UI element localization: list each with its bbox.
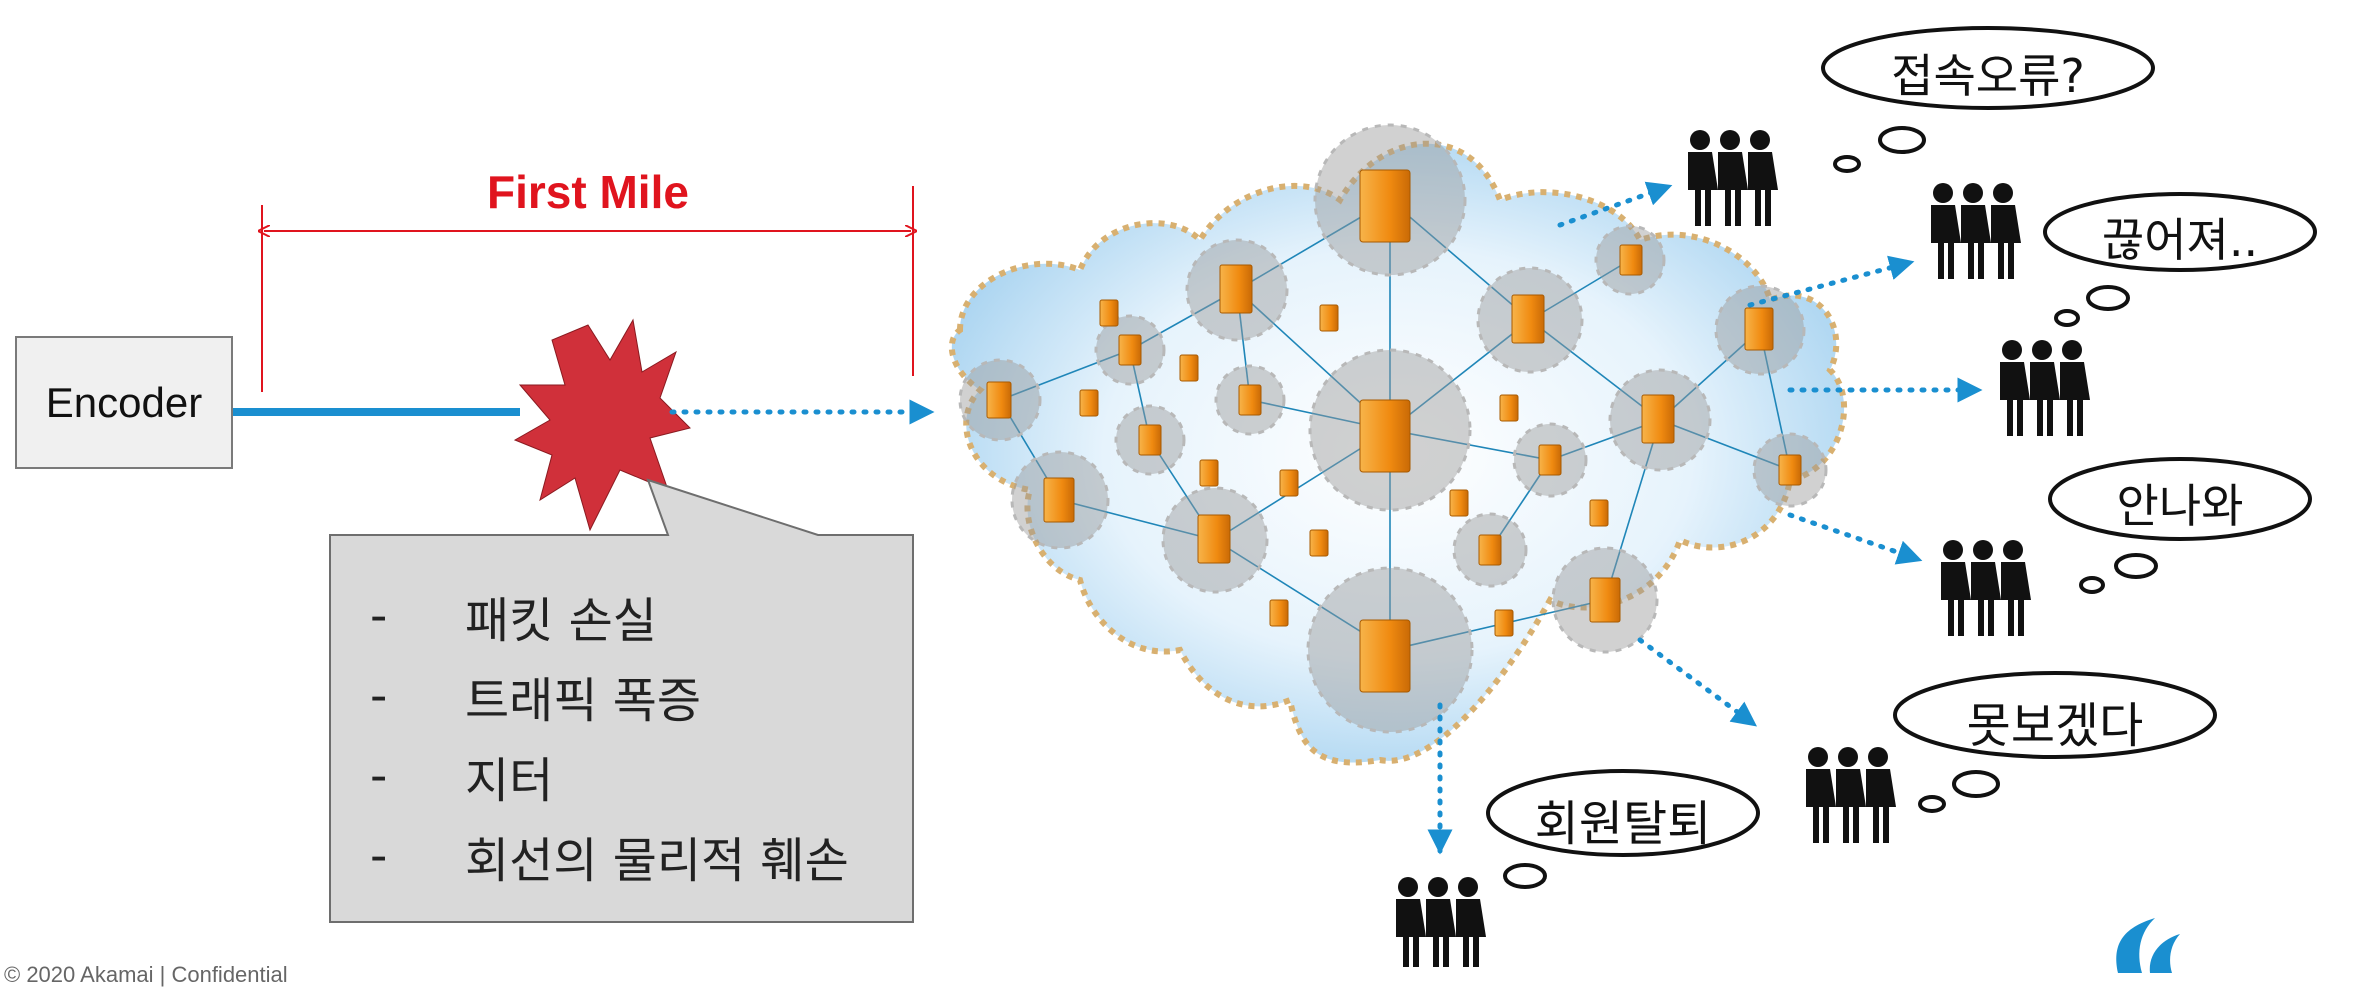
problem-text: 지터 xyxy=(465,753,554,809)
problem-list: - 패킷 손실 - 트래픽 폭증 - 지터 - 회선의 물리적 훼손 xyxy=(330,548,910,920)
thought-text: 못보겠다 xyxy=(1966,698,2144,754)
list-bullet: - xyxy=(370,748,388,804)
thought-text: 회원탈퇴 xyxy=(1534,796,1712,852)
viewer-group-icon xyxy=(1396,877,1486,967)
thought-bubble xyxy=(1486,769,1760,889)
thought-bubble xyxy=(2043,192,2317,327)
akamai-logo xyxy=(2116,918,2180,973)
thought-bubble xyxy=(2048,457,2312,594)
cdn-cloud-network xyxy=(948,123,1848,766)
problem-callout-box xyxy=(329,478,914,923)
list-item: - 트래픽 폭증 xyxy=(370,656,910,736)
list-item: - 지터 xyxy=(370,736,910,816)
viewer-group-icon xyxy=(1806,747,1896,843)
encoder-box: Encoder xyxy=(15,336,233,469)
problem-text: 트래픽 폭증 xyxy=(465,673,702,729)
thought-bubble xyxy=(1893,671,2217,813)
list-bullet: - xyxy=(370,668,388,724)
list-item: - 회선의 물리적 훼손 xyxy=(370,816,910,896)
thought-bubble xyxy=(1821,26,2155,173)
packet-loss-burst-icon xyxy=(513,318,691,532)
footer-confidential: © 2020 Akamai | Confidential xyxy=(4,962,288,987)
thought-text: 끊어져.. xyxy=(2101,213,2259,267)
list-bullet: - xyxy=(370,828,388,884)
viewer-group-icon xyxy=(1688,130,1778,226)
first-mile-label: First Mile xyxy=(487,166,689,218)
list-bullet: - xyxy=(370,588,388,644)
problem-text: 패킷 손실 xyxy=(465,593,657,649)
thought-text: 안나와 xyxy=(2116,479,2244,533)
viewer-group-icon xyxy=(1941,540,2031,636)
viewer-links xyxy=(1427,181,1983,855)
problem-text: 회선의 물리적 훼손 xyxy=(465,833,849,889)
first-mile-bracket xyxy=(262,186,913,392)
list-item: - 패킷 손실 xyxy=(370,576,910,656)
thought-text: 접속오류? xyxy=(1891,49,2085,103)
viewer-group-icon xyxy=(2000,340,2090,436)
encoder-label: Encoder xyxy=(45,378,203,426)
viewer-group-icon xyxy=(1931,183,2021,279)
